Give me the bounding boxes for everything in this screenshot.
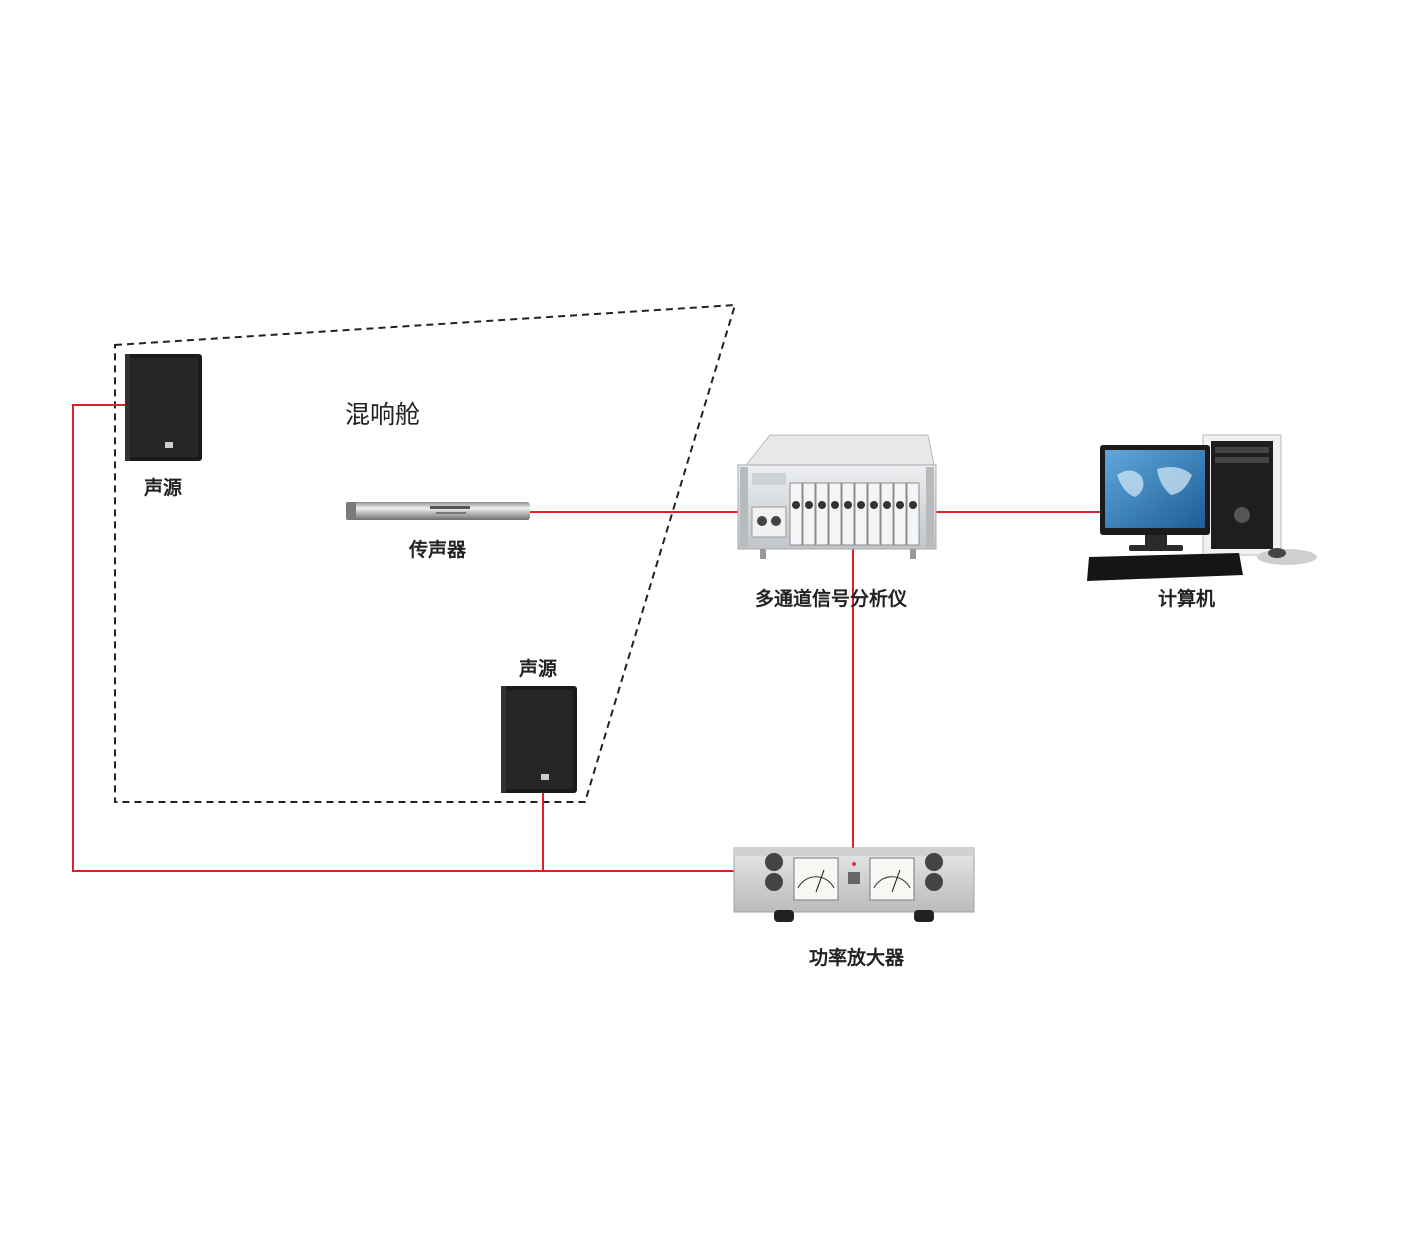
computer-label: 计算机 [1158, 588, 1216, 610]
speaker-icon [125, 354, 202, 461]
chamber-outline [114, 303, 737, 803]
power-amplifier-icon [733, 847, 975, 922]
amplifier-label: 功率放大器 [809, 947, 905, 969]
desktop-computer-icon [1087, 434, 1317, 581]
microphone-label: 传声器 [409, 539, 467, 561]
wire-source-top [72, 404, 735, 872]
source-top-label: 声源 [144, 477, 183, 499]
analyzer-label: 多通道信号分析仪 [755, 588, 908, 610]
microphone-icon [346, 502, 530, 520]
speaker-icon [501, 686, 577, 793]
source-bottom-label: 声源 [519, 658, 558, 680]
chamber-label: 混响舱 [345, 400, 421, 429]
wires [72, 404, 1120, 872]
signal-analyzer-icon [737, 434, 937, 559]
